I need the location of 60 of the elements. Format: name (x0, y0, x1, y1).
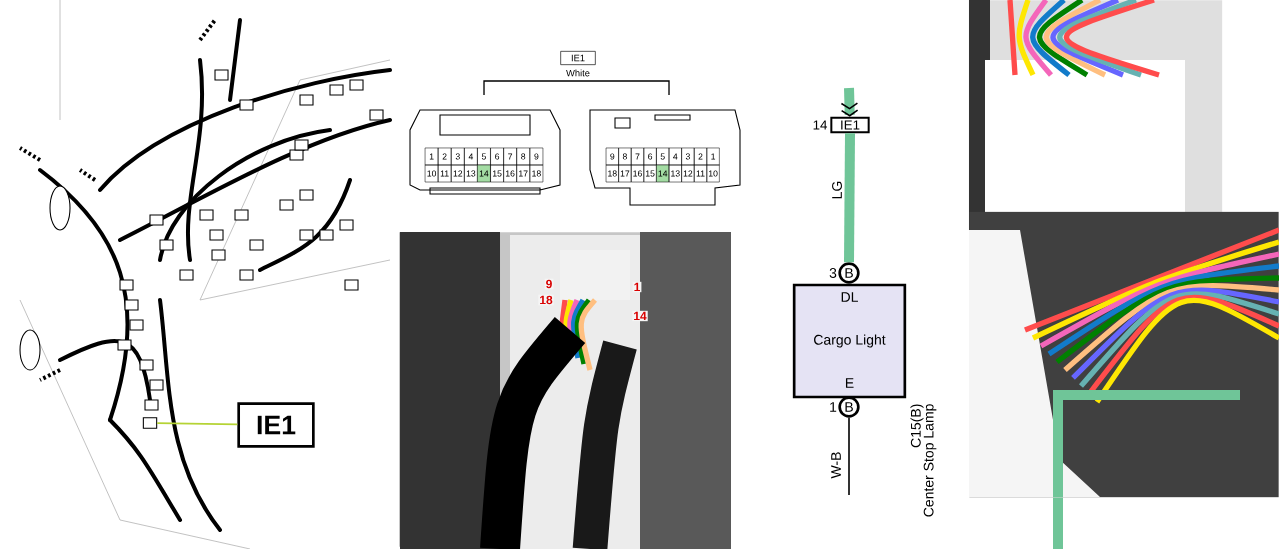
pin-cell: 7 (630, 147, 645, 166)
pin-cell: 9 (529, 147, 544, 166)
pin-cell: 17 (618, 164, 632, 183)
pin-cell: 18 (605, 164, 619, 183)
pin-cell: 2 (693, 147, 708, 166)
connector-box: IE1 (830, 116, 870, 134)
pin-cell: 7 (503, 147, 517, 166)
wire (1053, 497, 1063, 549)
pin-cell: 5 (656, 147, 670, 166)
wire (840, 87, 859, 117)
pin-cell: 18 (529, 164, 544, 183)
pin-cell: 3 (451, 147, 465, 166)
connector-block (142, 417, 158, 429)
pin-cell: 4 (464, 147, 478, 166)
leader-line (156, 422, 239, 426)
pin-cell: 16 (503, 164, 517, 183)
pin-cell: 4 (668, 147, 682, 166)
pin-cell: 12 (451, 164, 465, 183)
pin-number: 9 (544, 278, 554, 290)
pin-number: 3 (829, 268, 837, 278)
pin-cell: 16 (630, 164, 645, 183)
pin-cell: 6 (643, 147, 657, 166)
pin-cell: 13 (464, 164, 478, 183)
pin-number: 1 (632, 281, 642, 293)
pin-cell: 1 (706, 147, 720, 166)
pin-cell: 8 (516, 147, 530, 166)
pin-cell: 12 (681, 164, 695, 183)
pin-cell: 14 (656, 164, 670, 183)
pin-cell: 3 (681, 147, 695, 166)
wire (844, 133, 855, 263)
pin-cell: 10 (706, 164, 720, 183)
pin-cell: 11 (693, 164, 708, 183)
component-box: DL Cargo Light E (792, 283, 907, 399)
pin-cell: 5 (477, 147, 491, 166)
pin-cell: 10 (424, 164, 439, 183)
pin-cell: 8 (618, 147, 632, 166)
pin-cell: 1 (424, 147, 439, 166)
pin-cell: 15 (490, 164, 504, 183)
pin-cell: 15 (643, 164, 657, 183)
connector-label: IE1 (560, 51, 596, 65)
color-label: White (566, 69, 590, 77)
pin-number: 14 (632, 310, 648, 322)
pin-cell: 11 (437, 164, 452, 183)
component-label: C15(B) (910, 404, 924, 448)
pin-cell: 13 (668, 164, 682, 183)
photo (399, 232, 731, 549)
wire (848, 416, 850, 496)
pin-cell: 9 (605, 147, 619, 166)
pin-number: 18 (538, 294, 554, 306)
pin-cell: 17 (516, 164, 530, 183)
wire-label: W-B (831, 452, 841, 479)
pin-number: 14 (813, 120, 828, 130)
component-label: Center Stop Lamp (923, 404, 937, 517)
pin-cell: 14 (477, 164, 491, 183)
wire-label: LG (832, 181, 842, 199)
pin-number: 1 (830, 402, 837, 412)
pin-cell: 6 (490, 147, 504, 166)
photo (969, 211, 1279, 498)
pin-cell: 2 (437, 147, 452, 166)
callout-box: IE1 (237, 402, 315, 448)
